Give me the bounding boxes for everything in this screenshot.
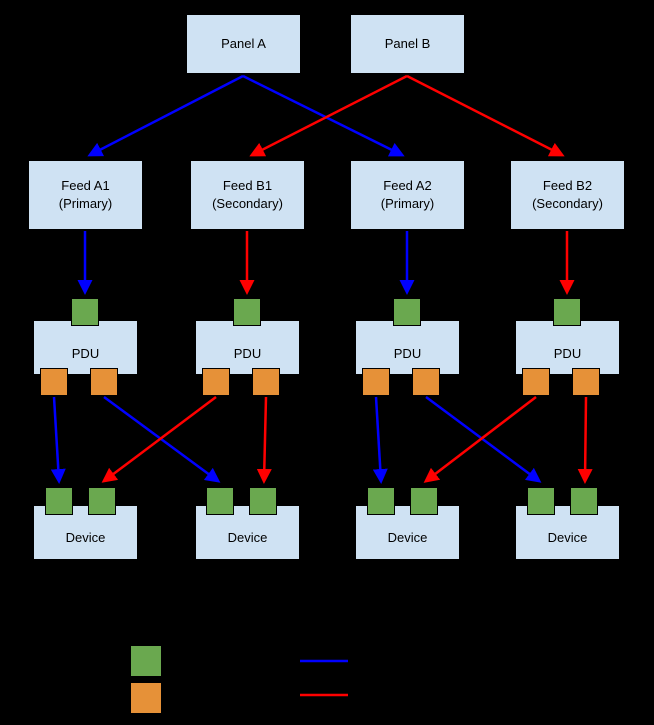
pdu-2-output-port-right-icon — [252, 368, 280, 396]
feed-b2-node: Feed B2 (Secondary) — [510, 160, 625, 230]
arrow-pdu-4-to-device-4 — [577, 396, 593, 484]
arrow-pdu-3-to-device-4 — [425, 395, 542, 483]
arrow-pdu-2-to-device-2 — [256, 396, 272, 484]
pdu-2-input-port-icon — [233, 298, 261, 326]
device-3-label: Device — [387, 529, 428, 545]
device-1-label: Device — [65, 529, 106, 545]
pdu-3-input-port-icon — [393, 298, 421, 326]
feed-a1-sublabel: (Primary) — [58, 196, 113, 211]
feed-b2-sublabel: (Secondary) — [532, 196, 603, 211]
feed-b2-label: Feed B2 — [542, 178, 593, 194]
device-2-port-right-icon — [249, 487, 277, 515]
device-1-node: Device — [33, 505, 138, 560]
pdu-4-node: PDU — [515, 320, 620, 375]
pdu-3-label: PDU — [393, 345, 422, 361]
arrow-panel-a-to-feed-a1 — [87, 74, 244, 157]
arrow-panel-b-to-feed-b1 — [249, 74, 408, 157]
feed-a1-node: Feed A1 (Primary) — [28, 160, 143, 230]
pdu-1-input-port-icon — [71, 298, 99, 326]
device-1-port-left-icon — [45, 487, 73, 515]
pdu-1-output-port-right-icon — [90, 368, 118, 396]
feed-b1-sublabel: (Secondary) — [212, 196, 283, 211]
pdu-2-output-port-left-icon — [202, 368, 230, 396]
arrow-panel-a-to-feed-a2 — [242, 74, 405, 157]
device-2-label: Device — [227, 529, 268, 545]
pdu-2-label: PDU — [233, 345, 262, 361]
feed-a1-label: Feed A1 — [61, 178, 110, 194]
pdu-2-node: PDU — [195, 320, 300, 375]
panel-b-node: Panel B — [350, 14, 465, 74]
pdu-1-node: PDU — [33, 320, 138, 375]
feed-a2-sublabel: (Primary) — [380, 196, 435, 211]
pdu-4-output-port-right-icon — [572, 368, 600, 396]
panel-b-label: Panel B — [384, 36, 431, 52]
device-1-port-right-icon — [88, 487, 116, 515]
pdu-3-output-port-left-icon — [362, 368, 390, 396]
device-3-port-left-icon — [367, 487, 395, 515]
device-4-port-left-icon — [527, 487, 555, 515]
feed-a2-node: Feed A2 (Primary) — [350, 160, 465, 230]
device-2-port-left-icon — [206, 487, 234, 515]
pdu-4-output-port-left-icon — [522, 368, 550, 396]
arrow-pdu-1-to-device-1 — [50, 396, 66, 484]
pdu-4-label: PDU — [553, 345, 582, 361]
device-3-port-right-icon — [410, 487, 438, 515]
legend-output-port-swatch-icon — [130, 682, 162, 714]
feed-b1-node: Feed B1 (Secondary) — [190, 160, 305, 230]
arrow-pdu-1-to-device-2 — [103, 395, 221, 483]
pdu-4-input-port-icon — [553, 298, 581, 326]
feed-b1-label: Feed B1 — [222, 178, 273, 194]
pdu-3-output-port-right-icon — [412, 368, 440, 396]
arrow-pdu-3-to-device-3 — [372, 396, 388, 484]
arrow-pdu-2-to-device-1 — [101, 396, 217, 483]
device-4-label: Device — [547, 529, 588, 545]
device-4-port-right-icon — [570, 487, 598, 515]
pdu-1-output-port-left-icon — [40, 368, 68, 396]
panel-a-label: Panel A — [221, 36, 266, 52]
feed-a2-label: Feed A2 — [383, 178, 432, 194]
arrow-panel-b-to-feed-b2 — [406, 74, 565, 157]
panel-a-node: Panel A — [186, 14, 301, 74]
legend-input-port-swatch-icon — [130, 645, 162, 677]
arrow-pdu-4-to-device-3 — [423, 396, 537, 483]
pdu-3-node: PDU — [355, 320, 460, 375]
pdu-1-label: PDU — [71, 345, 100, 361]
